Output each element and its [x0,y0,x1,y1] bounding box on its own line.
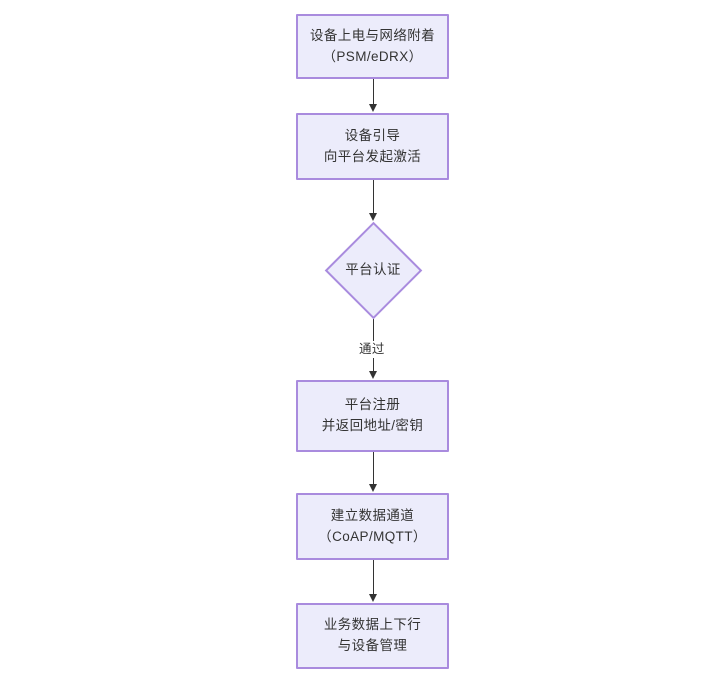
node-label-line: （CoAP/MQTT） [318,528,427,544]
node-device-bootstrap[interactable]: 设备引导 向平台发起激活 [296,113,449,180]
node-label-line: 并返回地址/密钥 [321,418,424,433]
node-label-line: 设备上电与网络附着 [309,27,436,43]
arrowhead-n3-n4 [369,371,377,379]
edge-n4-n5 [373,452,374,485]
node-establish-data-channel[interactable]: 建立数据通道 （CoAP/MQTT） [296,493,449,560]
arrowhead-n5-n6 [369,594,377,602]
node-label-line: 建立数据通道 [330,507,415,523]
node-label-line: 与设备管理 [337,638,408,653]
node-platform-register[interactable]: 平台注册 并返回地址/密钥 [296,380,449,452]
node-device-power-on[interactable]: 设备上电与网络附着 （PSM/eDRX） [296,14,449,79]
arrowhead-n1-n2 [369,104,377,112]
node-label-line: 平台认证 [345,261,401,277]
edge-label-pass: 通过 [356,341,388,358]
node-business-data-and-device-mgmt[interactable]: 业务数据上下行 与设备管理 [296,603,449,669]
node-label-line: 平台注册 [344,397,401,413]
node-label-line: 设备引导 [344,127,401,143]
node-label-line: （PSM/eDRX） [322,48,423,64]
node-label-line: 业务数据上下行 [323,617,422,633]
arrowhead-n2-n3 [369,213,377,221]
edge-n2-n3 [373,180,374,214]
node-label-line: 向平台发起激活 [323,148,422,164]
node-platform-auth-decision[interactable]: 平台认证 [324,221,422,319]
edge-n5-n6 [373,560,374,595]
arrowhead-n4-n5 [369,484,377,492]
edge-n1-n2 [373,79,374,105]
